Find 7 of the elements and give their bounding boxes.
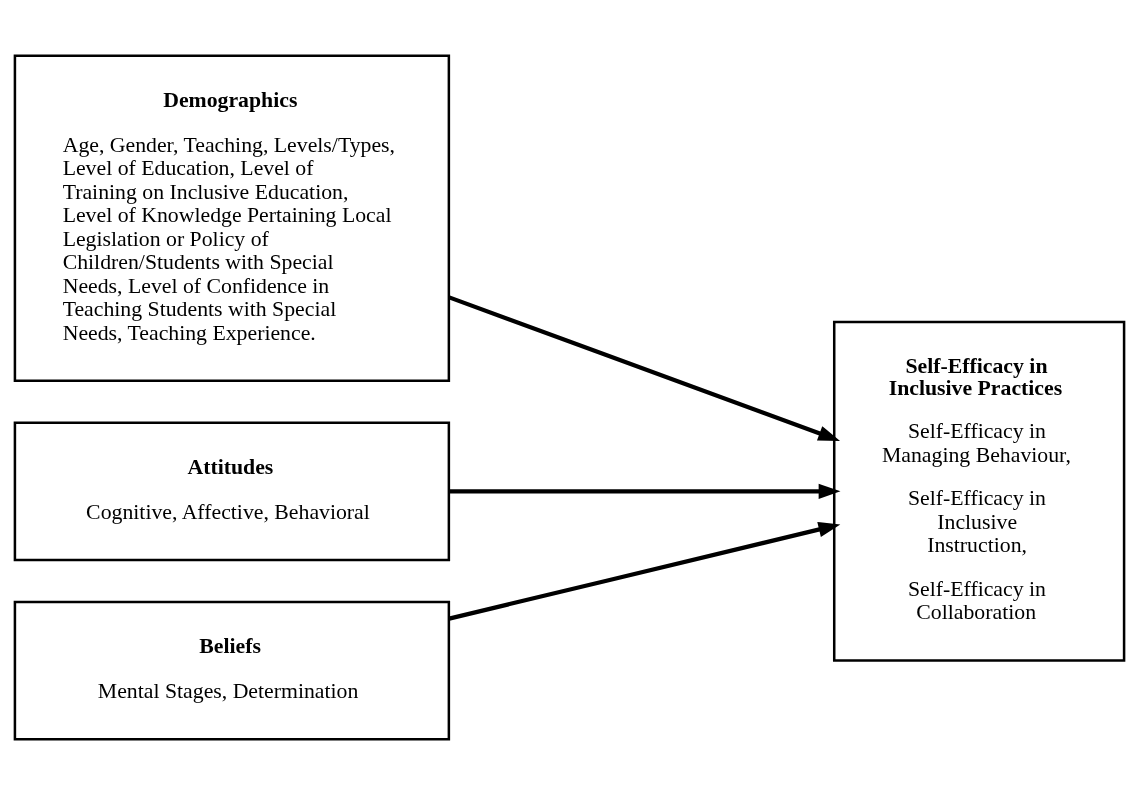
node-box: Beliefs Mental Stages, Determination — [13, 600, 451, 741]
arrow — [448, 294, 841, 441]
arrow — [448, 521, 841, 621]
node-box: Self-Efficacy in Inclusive Practices Self-Efficacy in Managing Behaviour, Self-Efficacy in Inclusive Instruction, Self-Efficacy in Collaboration — [832, 320, 1126, 662]
node-box: Attitudes Cognitive, Affective, Behavioral — [13, 420, 451, 561]
node-box: Demographics Age, Gender, Teaching, Levels/Types, Level of Education, Level of Training on Inclusive Education, Level of Knowledge Pertaining Local Legislation or Policy of Children/Students with Special Needs, Level of Confidence in Teaching Students with Special Needs, Teaching Experience. — [13, 53, 451, 382]
arrow — [449, 483, 841, 499]
